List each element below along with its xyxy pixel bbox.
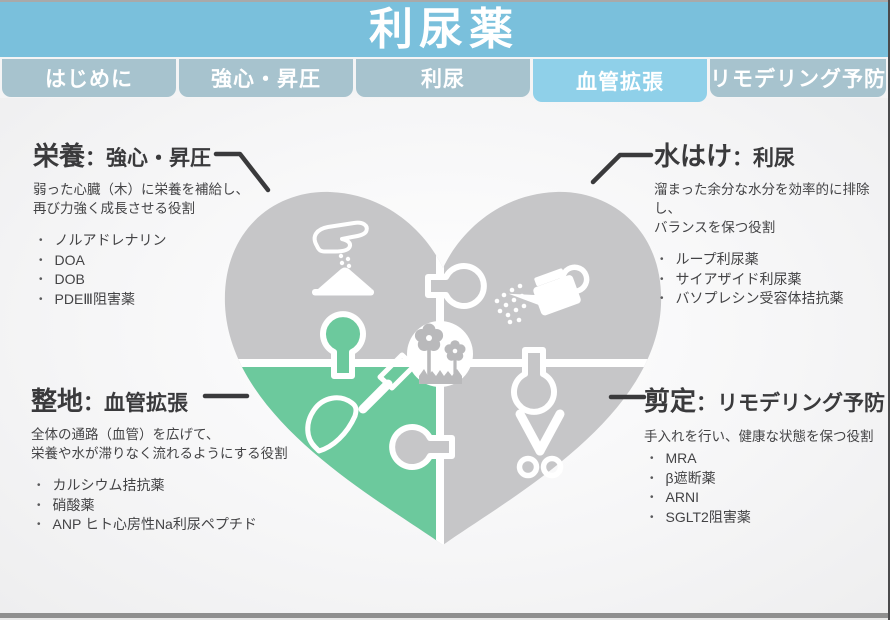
drug-list-drainage: ループ利尿薬サイアザイド利尿薬バソプレシン受容体拮抗薬 bbox=[654, 250, 888, 309]
hand-sprinkling-fertilizer-icon bbox=[312, 220, 374, 296]
flower-garden-icon bbox=[414, 323, 466, 384]
window-top-border bbox=[0, 0, 888, 2]
drug-item: ノルアドレナリン bbox=[33, 231, 303, 251]
drug-item: MRA bbox=[644, 449, 888, 469]
section-keyword: 栄養 bbox=[33, 141, 86, 171]
header-bar: 利尿薬 bbox=[0, 0, 888, 57]
section-keyword: 整地 bbox=[31, 386, 84, 416]
drug-item: PDEⅢ阻害薬 bbox=[33, 290, 303, 310]
puzzle-knob-bottom bbox=[389, 424, 455, 470]
tab-remodeling-yobo[interactable]: リモデリング予防 bbox=[710, 59, 886, 97]
tab-bar: はじめに 強心・昇圧 利尿 血管拡張 リモデリング予防 bbox=[0, 59, 888, 105]
tab-rinyo[interactable]: 利尿 bbox=[356, 59, 530, 97]
section-description: 手入れを行い、健康な状態を保つ役割 bbox=[644, 429, 874, 444]
tab-kekkan-kakucho-active[interactable]: 血管拡張 bbox=[533, 59, 707, 102]
drug-list-nutrition: ノルアドレナリンDOADOBPDEⅢ阻害薬 bbox=[33, 231, 303, 309]
section-keyword: 水はけ bbox=[654, 141, 733, 171]
puzzle-knob-top bbox=[425, 263, 487, 309]
watering-can-icon bbox=[494, 264, 590, 325]
section-topic: ：血管拡張 bbox=[83, 392, 189, 415]
leader-line-drainage bbox=[590, 152, 654, 185]
section-nutrition-heading: 栄養：強心・昇圧 bbox=[33, 136, 303, 173]
drug-item: DOA bbox=[33, 251, 303, 271]
section-leveling: 整地：血管拡張 全体の通路（血管）を広げて、 栄養や水が滞りなく流れるようにする… bbox=[31, 381, 321, 535]
section-description: 溜まった余分な水分を効率的に排除し、 バランスを保つ役割 bbox=[654, 182, 870, 236]
section-nutrition: 栄養：強心・昇圧 弱った心臓（木）に栄養を補給し、 再び力強く成長させる役割 ノ… bbox=[33, 136, 303, 309]
section-description: 全体の通路（血管）を広げて、 栄養や水が滞りなく流れるようにする役割 bbox=[31, 427, 288, 462]
window-bottom-bar bbox=[0, 613, 888, 618]
section-description: 弱った心臓（木）に栄養を補給し、 再び力強く成長させる役割 bbox=[33, 182, 249, 217]
center-circle bbox=[407, 321, 473, 387]
scissors-icon bbox=[515, 409, 565, 479]
section-topic: ：利尿 bbox=[732, 147, 796, 170]
section-leveling-heading: 整地：血管拡張 bbox=[31, 381, 321, 418]
window-bottom-edge bbox=[0, 618, 888, 620]
drug-item: カルシウム拮抗薬 bbox=[31, 476, 321, 496]
section-pruning: 剪定：リモデリング予防 手入れを行い、健康な状態を保つ役割 MRAβ遮断薬ARN… bbox=[644, 381, 888, 527]
section-topic: ：リモデリング予防 bbox=[696, 392, 886, 415]
tab-kyoshin-shoatsu[interactable]: 強心・昇圧 bbox=[179, 59, 353, 97]
drug-list-pruning: MRAβ遮断薬ARNISGLT2阻害薬 bbox=[644, 449, 888, 527]
section-topic: ：強心・昇圧 bbox=[85, 147, 212, 170]
leader-line-nutrition bbox=[213, 151, 271, 193]
drug-item: β遮断薬 bbox=[644, 469, 888, 489]
puzzle-knob-left-green bbox=[320, 311, 366, 379]
section-keyword: 剪定 bbox=[644, 386, 697, 416]
tab-hajimeni[interactable]: はじめに bbox=[2, 59, 176, 97]
drug-item: サイアザイド利尿薬 bbox=[654, 270, 888, 290]
drug-item: バソプレシン受容体拮抗薬 bbox=[654, 289, 888, 309]
drug-item: ARNI bbox=[644, 488, 888, 508]
drug-item: DOB bbox=[33, 270, 303, 290]
section-drainage-heading: 水はけ：利尿 bbox=[654, 136, 888, 173]
section-drainage: 水はけ：利尿 溜まった余分な水分を効率的に排除し、 バランスを保つ役割 ループ利… bbox=[654, 136, 888, 309]
drug-item: ループ利尿薬 bbox=[654, 250, 888, 270]
drug-item: 硝酸薬 bbox=[31, 496, 321, 516]
section-pruning-heading: 剪定：リモデリング予防 bbox=[644, 381, 888, 418]
drug-item: ANP ヒト心房性Na利尿ペプチド bbox=[31, 515, 321, 535]
drug-list-leveling: カルシウム拮抗薬硝酸薬ANP ヒト心房性Na利尿ペプチド bbox=[31, 476, 321, 535]
puzzle-knob-right bbox=[511, 347, 557, 415]
shovel-icon bbox=[305, 352, 417, 454]
page-title: 利尿薬 bbox=[369, 4, 519, 54]
drug-item: SGLT2阻害薬 bbox=[644, 508, 888, 528]
